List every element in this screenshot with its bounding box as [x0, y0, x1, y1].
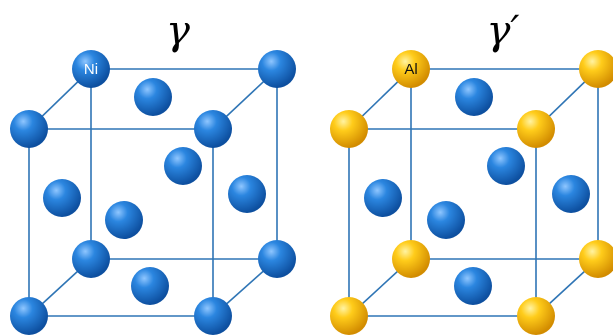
gamma-prime-atom-front-bottom-left: [330, 297, 368, 335]
gamma-atom-front-top-right: [194, 110, 232, 148]
gamma-atom-back-top-right: [258, 50, 296, 88]
gamma-panel: γ: [10, 8, 296, 335]
gamma-atom-front-top-left: [10, 110, 48, 148]
gamma-prime-atoms: [330, 50, 613, 335]
gamma-prime-atom-back-top-right: [579, 50, 613, 88]
gamma-prime-atom-front-bottom-right: [517, 297, 555, 335]
gamma-prime-panel: γ′: [330, 8, 613, 335]
al-atom-label: Al: [404, 61, 417, 78]
gamma-prime-atom-left-face: [364, 179, 402, 217]
gamma-title: γ: [166, 8, 190, 54]
ni-atom-label: Ni: [84, 61, 98, 78]
gamma-prime-atom-back-bottom-left: [392, 240, 430, 278]
gamma-prime-atom-bottom-face: [454, 267, 492, 305]
gamma-atom-front-bottom-right: [194, 297, 232, 335]
gamma-atom-right-face: [228, 175, 266, 213]
gamma-atom-back-bottom-left: [72, 240, 110, 278]
gamma-prime-atom-front-face: [427, 201, 465, 239]
gamma-atom-front-face: [105, 201, 143, 239]
gamma-prime-atom-top-face: [455, 78, 493, 116]
gamma-atom-top-face: [134, 78, 172, 116]
gamma-prime-atom-back-top-left: [392, 50, 430, 88]
gamma-atoms: [10, 50, 296, 335]
gamma-prime-atom-right-face: [552, 175, 590, 213]
gamma-prime-atom-front-top-right: [517, 110, 555, 148]
gamma-atom-front-bottom-left: [10, 297, 48, 335]
gamma-atom-left-face: [43, 179, 81, 217]
gamma-atom-back-bottom-right: [258, 240, 296, 278]
gamma-prime-title: γ′: [487, 8, 520, 54]
gamma-prime-atom-back-face: [487, 147, 525, 185]
gamma-atom-back-top-left: [72, 50, 110, 88]
gamma-atom-back-face: [164, 147, 202, 185]
gamma-atom-bottom-face: [131, 267, 169, 305]
gamma-prime-atom-back-bottom-right: [579, 240, 613, 278]
gamma-prime-atom-front-top-left: [330, 110, 368, 148]
